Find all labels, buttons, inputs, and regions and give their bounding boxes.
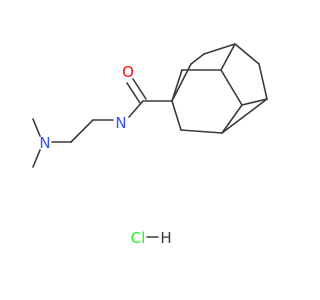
cage-bond-c3-c6 xyxy=(190,53,205,65)
cage-bond-c9-c10 xyxy=(241,98,268,106)
cage-bond-c1-c4 xyxy=(171,100,182,131)
cage-bond-c1-c2 xyxy=(171,69,183,102)
chlorine-label: Cl xyxy=(131,229,146,247)
cage-bond-c9-c11 xyxy=(221,98,268,134)
cage-bond-c7-c8 xyxy=(234,43,260,65)
cage-bond-c8-c9 xyxy=(258,63,268,100)
hydrogen-label: H xyxy=(160,229,171,247)
cage-bond-c5-c7 xyxy=(220,43,236,71)
carbonyl-double-bond-b xyxy=(126,82,141,104)
cage-bond-c10-c11 xyxy=(221,104,243,134)
cage-bond-c6-c7 xyxy=(203,43,236,55)
molecule-drawing: O N N Cl H xyxy=(32,43,268,247)
amide-nitrogen-label: N xyxy=(115,114,126,132)
cage-bond-c5-c10 xyxy=(220,69,243,106)
carbonyl-to-amide-n-bond xyxy=(128,100,144,118)
oxygen-label: O xyxy=(122,63,134,81)
ch2-ch2-bond xyxy=(70,119,94,143)
amine-n-methyl-up-bond xyxy=(32,118,41,137)
amine-nitrogen-label: N xyxy=(39,134,50,152)
carbonyl-double-bond-a xyxy=(132,78,147,100)
cage-bond-c11-c4 xyxy=(180,129,223,134)
amine-n-methyl-down-bond xyxy=(32,149,41,168)
